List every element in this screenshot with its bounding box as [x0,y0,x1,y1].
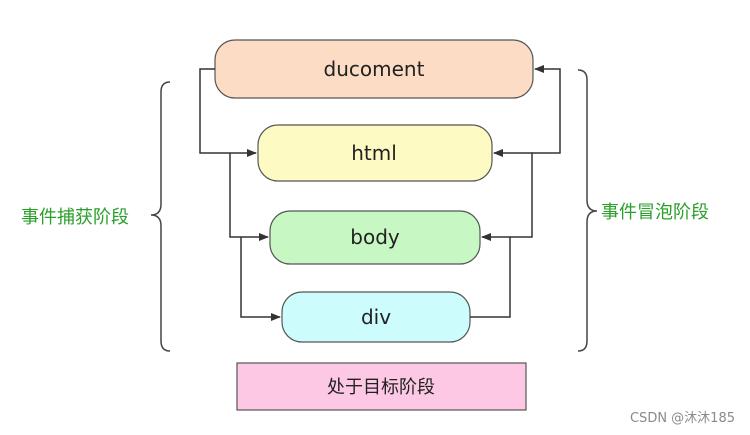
bubble-phase-label: 事件冒泡阶段 [601,202,709,223]
bubble-brace [577,69,598,352]
target-phase-box [236,362,527,411]
capture-phase-label: 事件捕获阶段 [21,207,129,228]
bubble-arrow-body-to-html [493,149,533,238]
capture-arrow-document-to-html [199,68,257,157]
watermark: CSDN @沐沐185 [630,411,735,426]
node-document-label: ducoment [324,57,425,81]
node-body [269,210,481,265]
node-body-label: body [350,225,400,249]
bubble-arrow-div-to-body [470,233,511,318]
node-html-label: html [351,141,397,165]
target-phase-label: 处于目标阶段 [327,377,435,398]
capture-arrow-html-to-body [229,153,269,241]
node-html [257,124,493,182]
capture-brace [150,81,171,352]
node-div-label: div [361,305,391,329]
bubble-arrow-html-to-document [532,65,561,154]
capture-arrow-body-to-div [240,237,281,321]
